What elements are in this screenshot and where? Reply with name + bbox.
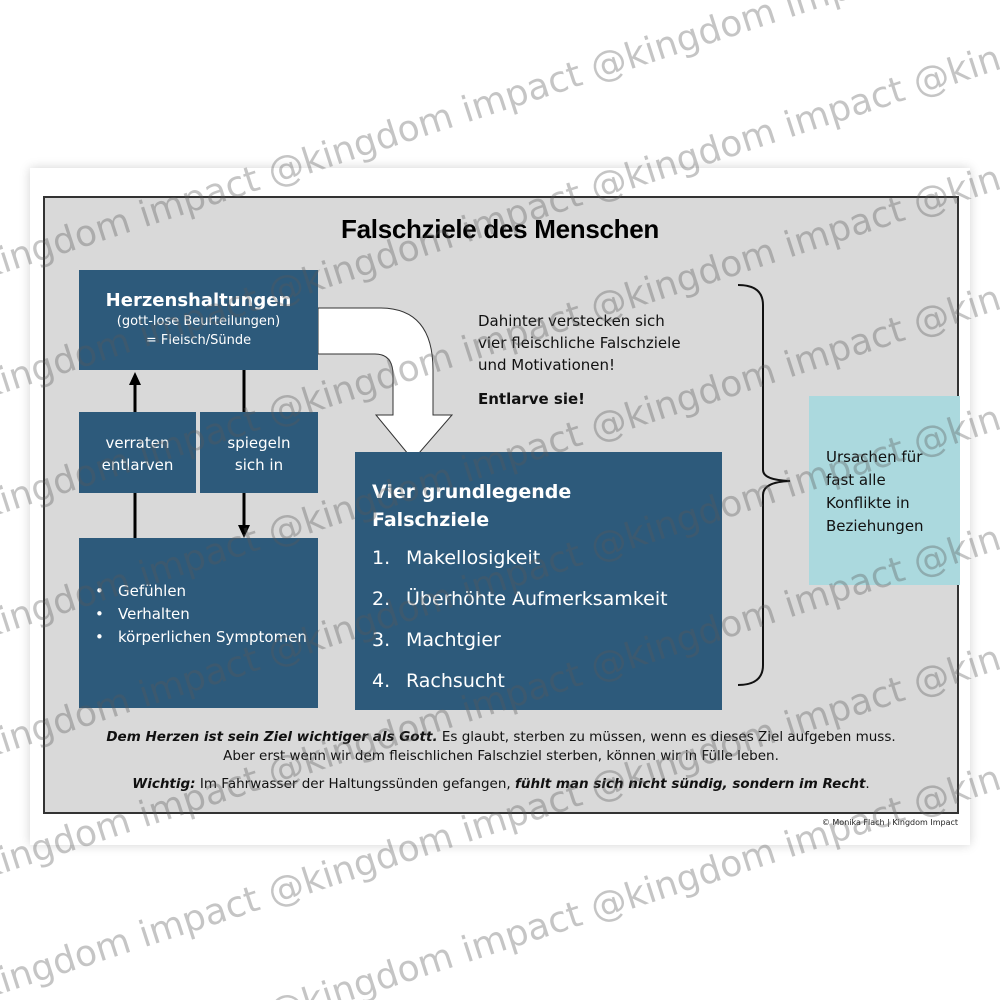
- footer-important: Wichtig: Im Fahrwasser der Haltungssünde…: [43, 776, 959, 792]
- false-goal-item: 1.Makellosigkeit: [372, 547, 541, 569]
- footer-important-bold-end: fühlt man sich nicht sündig, sondern im …: [514, 776, 866, 792]
- heart-attitudes-line1: (gott-lose Beurteilungen): [116, 314, 281, 329]
- causes-line1: Ursachen für: [826, 448, 923, 466]
- copyright-notice: © Monika Flach | Kingdom Impact: [821, 818, 958, 827]
- hidden-goals-text: Dahinter verstecken sich vier fleischlic…: [478, 310, 681, 410]
- down-arrow-head-icon: [238, 525, 250, 538]
- causes-line2: fast alle: [826, 471, 886, 489]
- false-goal-item: 2.Überhöhte Aufmerksamkeit: [372, 588, 668, 610]
- hidden-text-line2: vier fleischliche Falschziele: [478, 334, 681, 352]
- hidden-text-line3: und Motivationen!: [478, 356, 616, 374]
- mirror-box: spiegeln sich in: [200, 412, 318, 493]
- reveal-line2: entlarven: [101, 456, 174, 474]
- mirror-line2: sich in: [234, 456, 284, 474]
- symptoms-box: Gefühlen Verhalten körperlichen Symptome…: [79, 538, 318, 708]
- heart-attitudes-line2: = Fleisch/Sünde: [145, 333, 252, 348]
- footer-bold-statement: Dem Herzen ist sein Ziel wichtiger als G…: [106, 729, 438, 745]
- heart-attitudes-heading: Herzenshaltungen: [105, 290, 292, 311]
- false-goal-item: 4.Rachsucht: [372, 670, 505, 692]
- footer-important-end: .: [865, 776, 870, 792]
- diagram-title: Falschziele des Menschen: [341, 214, 659, 244]
- causes-line3: Konflikte in: [826, 494, 910, 512]
- hidden-text-emphasis: Entlarve sie!: [478, 390, 586, 408]
- symptom-item: Gefühlen: [93, 580, 318, 603]
- false-goal-item: 3.Machtgier: [372, 629, 501, 651]
- conflict-causes-box: Ursachen für fast alle Konflikte in Bezi…: [809, 396, 960, 585]
- curly-brace-icon: [737, 284, 791, 686]
- false-goals-heading-line1: Vier grundlegende: [372, 481, 572, 503]
- footer-important-label: Wichtig:: [132, 776, 196, 792]
- false-goals-heading-line2: Falschziele: [372, 509, 490, 531]
- symptoms-list: Gefühlen Verhalten körperlichen Symptome…: [93, 580, 318, 649]
- hidden-text-line1: Dahinter verstecken sich: [478, 312, 665, 330]
- heart-attitudes-box: Herzenshaltungen (gott-lose Beurteilunge…: [79, 270, 318, 370]
- symptom-item: Verhalten: [93, 603, 318, 626]
- footer-statement: Dem Herzen ist sein Ziel wichtiger als G…: [43, 728, 959, 766]
- footer-important-mid: Im Fahrwasser der Haltungssünden gefange…: [195, 776, 515, 792]
- footer-line1-rest: Es glaubt, sterben zu müssen, wenn es di…: [437, 729, 896, 745]
- reveal-line1: verraten: [105, 434, 170, 452]
- footer-line2: Aber erst wenn wir dem fleischlichen Fal…: [223, 748, 779, 764]
- false-goals-list: 1.Makellosigkeit 2.Überhöhte Aufmerksamk…: [372, 538, 722, 702]
- symptom-item: körperlichen Symptomen: [93, 626, 318, 649]
- mirror-line1: spiegeln: [227, 434, 291, 452]
- false-goals-box: Vier grundlegende Falschziele 1.Makellos…: [355, 452, 722, 710]
- up-arrow-head-icon: [129, 372, 141, 385]
- reveal-box: verraten entlarven: [79, 412, 196, 493]
- causes-line4: Beziehungen: [826, 517, 924, 535]
- curved-arrow-icon: [317, 307, 454, 461]
